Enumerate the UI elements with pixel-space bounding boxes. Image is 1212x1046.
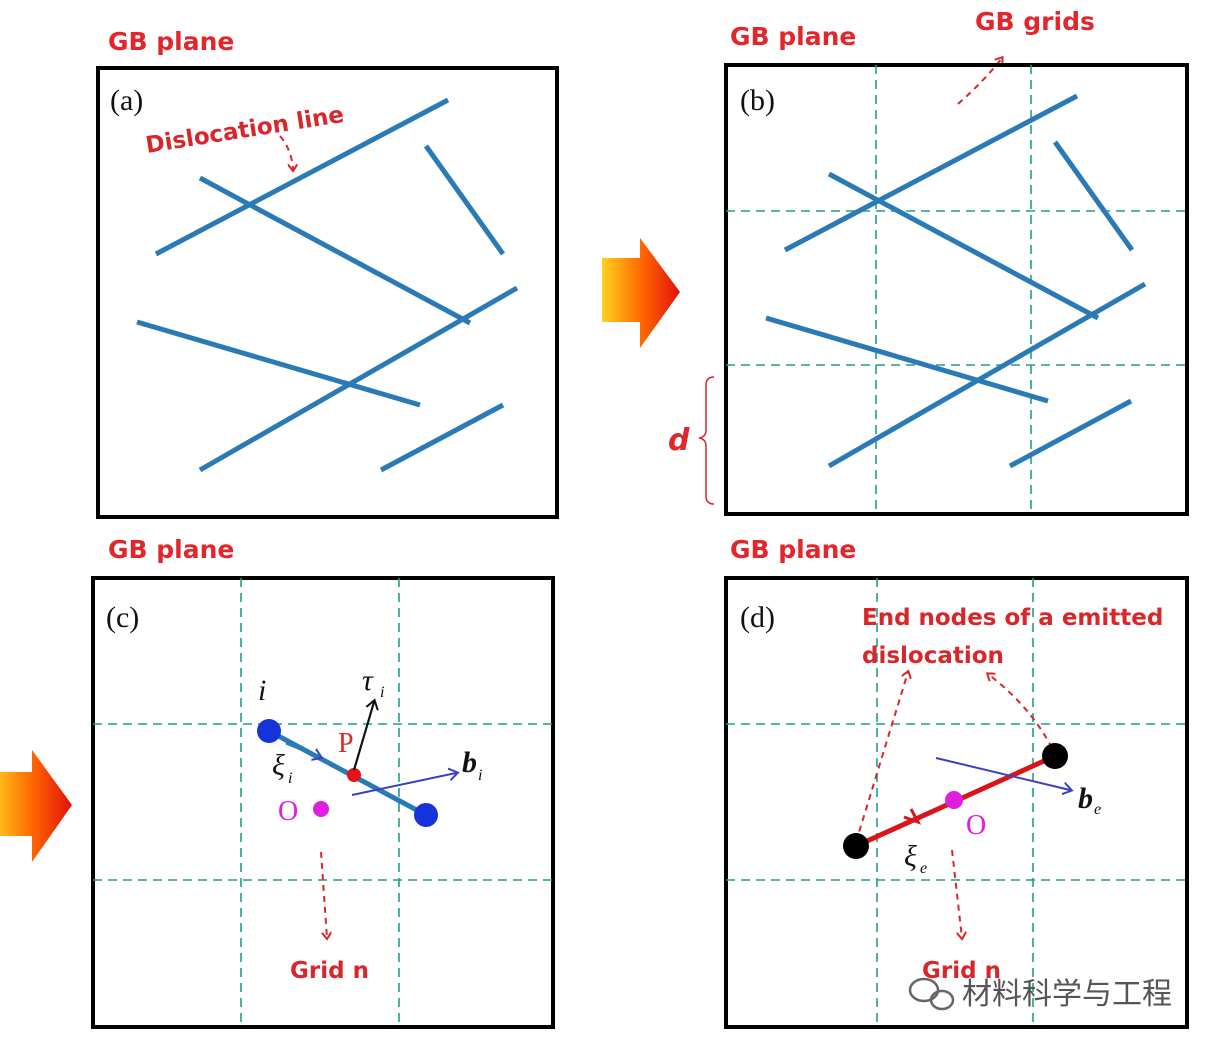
panel-a-tag: (a) (110, 84, 143, 117)
node-j (414, 803, 438, 827)
stress-symbol: τ (362, 664, 374, 697)
panel-b-dislocations (765, 93, 1147, 469)
stress-vector-arrow (352, 702, 374, 771)
panel-c-frame (91, 576, 555, 1029)
spacing-brace (698, 376, 715, 505)
wechat-icon (908, 977, 955, 1011)
burgers-vector-arrow (935, 757, 1070, 790)
panel-c-heading: GB plane (108, 535, 234, 564)
dislocation-line (198, 175, 472, 326)
gb-grids-pointer (957, 58, 1002, 105)
line-direction-subscript: i (288, 770, 292, 787)
end-node (1042, 743, 1068, 769)
burgers-vector-arrow (351, 773, 456, 796)
panel-a-frame (96, 66, 559, 519)
dislocation-line (1008, 398, 1133, 469)
panel-b-tag: (b) (740, 84, 775, 117)
dislocation-line (379, 402, 505, 473)
dislocation-line (827, 281, 1147, 469)
burgers-symbol: b (1078, 782, 1093, 815)
center-o (945, 791, 963, 809)
grid-n-label: Grid n (922, 958, 1001, 984)
burgers-subscript: i (478, 767, 482, 784)
end-nodes-label-line2: dislocation (862, 643, 1004, 669)
dislocation-line-pointer (279, 135, 293, 170)
stress-subscript: i (380, 684, 384, 701)
burgers-symbol: b (462, 746, 477, 779)
watermark: 材料科学与工程 (908, 977, 1172, 1012)
point-p (347, 768, 361, 782)
transition-arrow-icon (0, 750, 72, 862)
node-i-label: i (258, 674, 266, 707)
grid-n-label: Grid n (290, 958, 369, 984)
panel-a-dislocations (136, 97, 519, 473)
dislocation-line (1052, 140, 1135, 252)
end-node-pointer (855, 672, 908, 843)
panel-d-tag: (d) (740, 601, 775, 634)
transition-arrow-icon (602, 238, 680, 348)
line-direction-symbol: ξ (904, 840, 917, 873)
panel-c-tag: (c) (106, 601, 139, 634)
line-direction-subscript: e (920, 860, 927, 877)
watermark-text: 材料科学与工程 (962, 977, 1172, 1012)
grid-n-pointer (320, 851, 327, 938)
burgers-subscript: e (1094, 801, 1101, 818)
panel-b-frame (724, 63, 1189, 516)
dislocation-line (154, 97, 450, 257)
dislocation-line (765, 315, 1049, 404)
panel-d-heading: GB plane (730, 535, 856, 564)
gb-grids-label: GB grids (975, 7, 1095, 36)
dislocation-line (783, 93, 1079, 253)
end-node (843, 833, 869, 859)
panel-b-grid (726, 65, 1187, 514)
center-o-label: O (966, 810, 986, 841)
dislocation-line (827, 171, 1100, 321)
panel-d-frame (724, 576, 1189, 1029)
center-o (313, 801, 329, 817)
spacing-symbol: d (668, 423, 690, 458)
dislocation-line (136, 319, 421, 408)
line-direction-arrow (285, 741, 320, 757)
panel-b: GB plane GB grids (b) d (668, 7, 1189, 516)
dislocation-line-label: Dislocation line (144, 102, 346, 159)
panel-a: GB plane (a) Dislocation line (96, 27, 559, 519)
point-p-label: P (338, 728, 354, 759)
line-direction-symbol: ξ (272, 749, 285, 782)
panel-d-grid (726, 578, 1187, 1027)
panel-a-heading: GB plane (108, 27, 234, 56)
end-nodes-label-line1: End nodes of a emitted (862, 605, 1163, 631)
dislocation-line (198, 285, 519, 473)
grid-n-pointer (951, 849, 962, 938)
dislocation-line (423, 144, 506, 256)
panel-c-grid (93, 578, 553, 1027)
panel-d: GB plane (d) End nodes of a emitted disl… (724, 535, 1189, 1029)
panel-c: GB plane (c) i τ i ξ i P b i O Grid n (91, 535, 555, 1029)
emitted-direction-arrow-icon (903, 808, 922, 825)
center-o-label: O (278, 796, 298, 827)
node-i (257, 719, 281, 743)
end-node-pointer (988, 674, 1053, 749)
panel-b-heading: GB plane (730, 22, 856, 51)
